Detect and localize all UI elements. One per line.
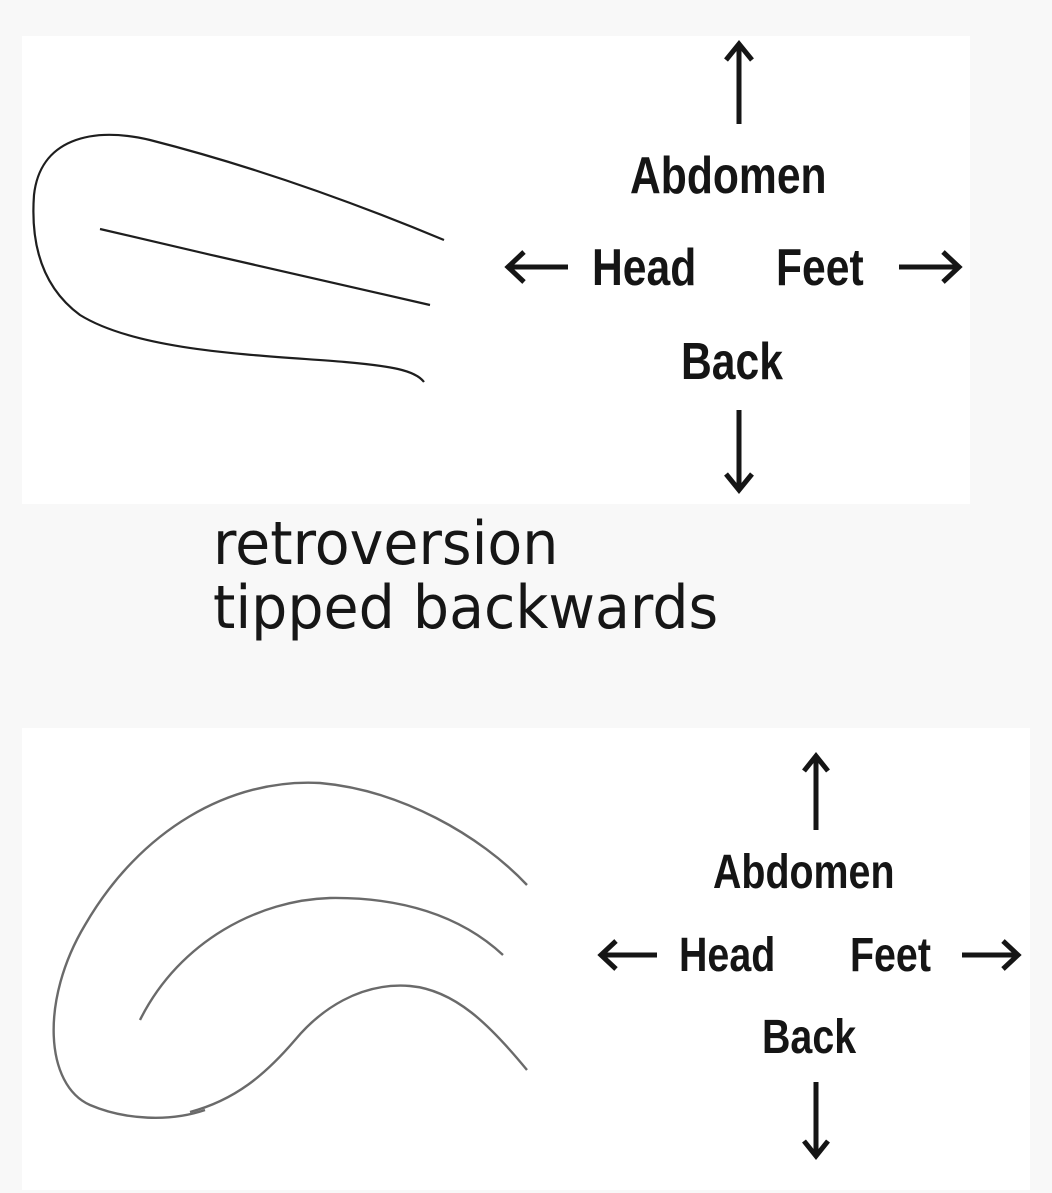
arrow-down-icon xyxy=(724,410,754,494)
arrow-right-icon xyxy=(962,939,1022,971)
caption: retroversion tipped backwards xyxy=(213,512,718,640)
arrow-left-icon xyxy=(504,250,568,284)
label-back-top: Back xyxy=(681,333,783,391)
arrow-left-icon xyxy=(597,939,657,971)
label-abdomen-top: Abdomen xyxy=(630,147,827,205)
uterus-outer-curve-bottom xyxy=(52,781,528,1119)
label-back-bottom: Back xyxy=(762,1011,857,1064)
label-head-bottom: Head xyxy=(679,929,776,982)
caption-line-1: retroversion xyxy=(213,509,559,579)
uterus-inner-line-top xyxy=(99,227,431,307)
label-head-top: Head xyxy=(592,239,697,297)
arrow-up-icon xyxy=(802,751,830,830)
label-feet-top: Feet xyxy=(776,239,864,297)
label-feet-bottom: Feet xyxy=(850,929,931,982)
diagram-panel-top xyxy=(22,36,970,504)
uterus-outer-curve-top xyxy=(32,133,445,383)
arrow-up-icon xyxy=(724,40,754,124)
arrow-down-icon xyxy=(802,1082,830,1161)
label-abdomen-bottom: Abdomen xyxy=(713,846,895,899)
caption-line-2: tipped backwards xyxy=(213,573,719,643)
arrow-right-icon xyxy=(899,250,963,284)
uterus-inner-curve-bottom xyxy=(189,984,528,1114)
uterus-middle-curve-bottom xyxy=(138,896,504,1021)
